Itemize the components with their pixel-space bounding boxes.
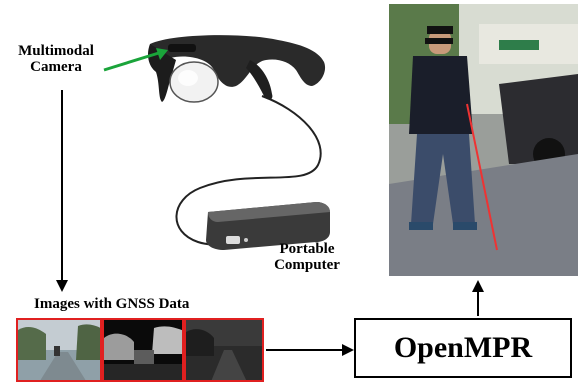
glasses bbox=[148, 35, 326, 103]
infrared-frame bbox=[184, 318, 264, 382]
portable-computer bbox=[206, 202, 330, 250]
camera-pointer-arrow bbox=[103, 50, 163, 72]
openmpr-label: OpenMPR bbox=[393, 331, 533, 364]
camera-label-line1: Multimodal bbox=[18, 43, 94, 59]
computer-label-line2: Computer bbox=[274, 256, 340, 273]
camera-label-line2: Camera bbox=[30, 58, 82, 75]
device-cable bbox=[175, 95, 322, 246]
rgb-frame bbox=[16, 318, 102, 382]
openmpr-box: OpenMPR bbox=[354, 318, 572, 378]
computer-label-line1: Portable bbox=[279, 241, 335, 257]
depth-frame bbox=[102, 318, 184, 382]
user-photo bbox=[389, 4, 578, 276]
camera-label: Multimodal Camera bbox=[8, 43, 104, 76]
images-label: Images with GNSS Data bbox=[34, 296, 190, 312]
computer-label: Portable Computer bbox=[262, 241, 352, 274]
